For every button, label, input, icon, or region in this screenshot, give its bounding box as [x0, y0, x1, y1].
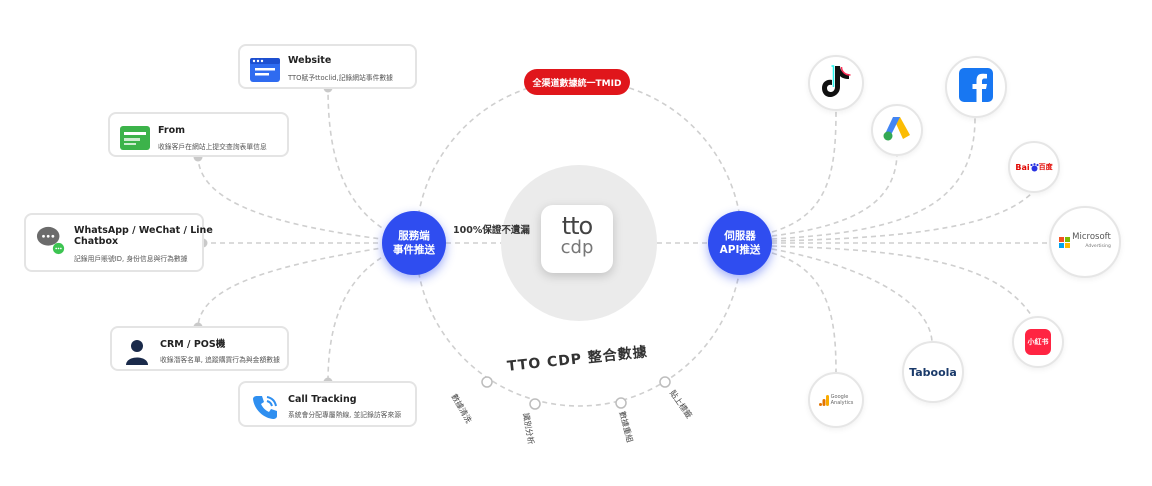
source-desc: TTO賦予ttoclid,記錄網站事件數據 [288, 74, 393, 82]
source-card-call-tracking[interactable]: Call Tracking 系統會分配專屬熱線, 並記錄訪客來源 [238, 381, 417, 427]
source-card-crm[interactable]: CRM / POS機 收錄潛客名單, 追蹤購買行為與金額數據 [110, 326, 289, 371]
user-icon [122, 337, 152, 367]
source-desc: 系統會分配專屬熱線, 並記錄訪客來源 [288, 411, 402, 419]
connector-call [327, 242, 415, 383]
connector-baidu [771, 191, 1034, 242]
source-desc: 收錄客戶在網站上提交查詢表單信息 [158, 143, 267, 151]
platform-google-analytics[interactable]: Google Analytics [808, 372, 864, 428]
connector-google-ads [771, 154, 898, 237]
source-card-chat[interactable]: WhatsApp / WeChat / Line Chatbox 記錄用戶賬號I… [24, 213, 213, 272]
ga-label: Google [830, 394, 849, 400]
hub-right-line1: 伺服器 [724, 230, 756, 242]
source-title: Website [288, 55, 332, 66]
connector-form [197, 156, 415, 244]
source-title: Call Tracking [288, 394, 357, 405]
baidu-icon: Bai 百度 [1015, 162, 1052, 172]
logo-cdp-text: cdp [560, 237, 594, 258]
tto-cdp-logo: tto cdp [541, 205, 613, 273]
connector-facebook [771, 117, 976, 240]
ga-label2: Analytics [830, 400, 854, 406]
platform-xiaohongshu[interactable]: 小紅书 [1012, 316, 1064, 368]
microsoft-label2: Advertising [1085, 244, 1111, 249]
source-desc: 記錄用戶賬號ID, 身份信息與行為數據 [74, 255, 188, 263]
google-analytics-icon: Google Analytics [818, 394, 854, 406]
platform-taboola[interactable]: Taboola [902, 341, 964, 403]
platform-tiktok[interactable] [808, 55, 864, 111]
connector-crm [197, 242, 415, 328]
hub-right-line2: API推送 [719, 244, 761, 256]
microsoft-icon: Microsoft Advertising [1059, 233, 1111, 251]
taboola-label: Taboola [909, 365, 957, 379]
logo-tto-text: tto [561, 212, 594, 240]
platform-facebook[interactable] [945, 56, 1007, 118]
google-ads-icon [883, 115, 911, 145]
arc-node [659, 376, 671, 388]
guarantee-text: 100%保證不遺漏 [453, 225, 530, 236]
source-desc: 收錄潛客名單, 追蹤購買行為與金額數據 [160, 356, 280, 364]
baidu-label: Bai [1015, 162, 1030, 172]
hub-left-line1: 服務端 [398, 230, 430, 242]
tmid-pill: 全渠道數據統一TMID [524, 69, 630, 95]
arc-node [481, 376, 493, 388]
connector-taboola [771, 248, 933, 343]
microsoft-label: Microsoft [1072, 232, 1111, 242]
arc-node [529, 398, 541, 410]
source-title: CRM / POS機 [160, 339, 226, 350]
browser-icon [250, 55, 280, 85]
connector-tiktok [771, 109, 837, 233]
phone-icon [250, 392, 280, 422]
source-card-form[interactable]: From 收錄客戶在網站上提交查詢表單信息 [108, 112, 289, 157]
source-title: From [158, 125, 185, 136]
xiaohongshu-icon: 小紅书 [1025, 329, 1051, 355]
taboola-icon: Taboola [909, 366, 957, 379]
facebook-icon [959, 68, 993, 106]
hub-left-line2: 事件推送 [393, 244, 435, 256]
source-title-line2: Chatbox [74, 236, 119, 247]
source-card-website[interactable]: Website TTO賦予ttoclid,記錄網站事件數據 [238, 44, 417, 89]
arc-node [615, 397, 627, 409]
form-icon [120, 123, 150, 153]
server-api-hub: 伺服器 API推送 [708, 211, 772, 275]
xiaohongshu-label: 小紅书 [1027, 338, 1049, 346]
server-event-hub: 服務端 事件推送 [382, 211, 446, 275]
platform-google-ads[interactable] [871, 104, 923, 156]
baidu-label2: 百度 [1038, 163, 1053, 171]
tiktok-icon [821, 64, 851, 102]
platform-microsoft[interactable]: Microsoft Advertising [1049, 206, 1121, 278]
connector-xiaohongshu [771, 245, 1034, 319]
connector-google-analytics [771, 252, 837, 373]
platform-baidu[interactable]: Bai 百度 [1008, 141, 1060, 193]
chat-icon [36, 225, 66, 255]
source-title: WhatsApp / WeChat / Line [74, 225, 213, 236]
